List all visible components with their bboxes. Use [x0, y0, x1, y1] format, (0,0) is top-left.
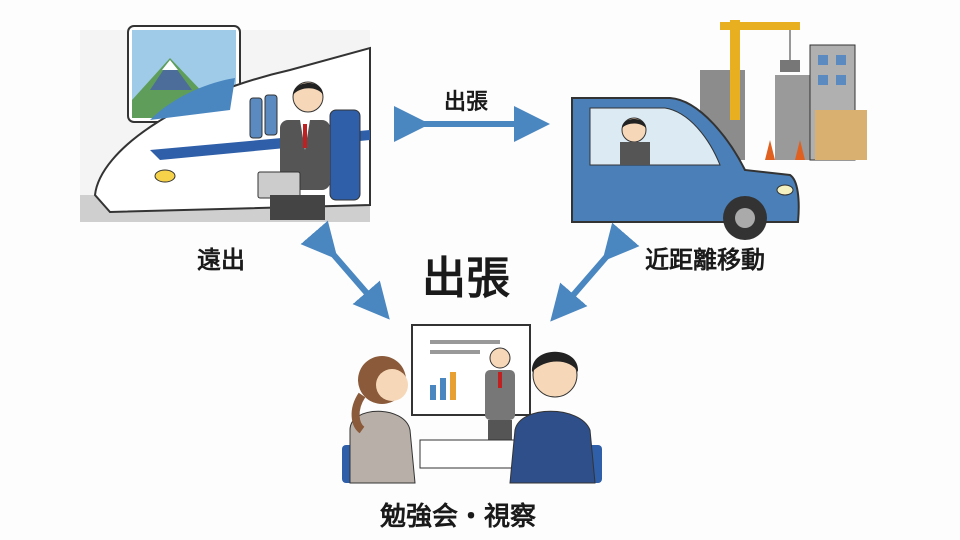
car-illustration [571, 20, 867, 240]
businessman-with-laptop [257, 81, 330, 220]
label-center-title: 出張 [422, 253, 510, 304]
label-long-distance: 遠出 [197, 246, 245, 274]
construction-site [700, 20, 867, 161]
arrow-car-meeting [550, 222, 640, 322]
label-top-arrow: 出張 [444, 90, 489, 115]
presenter [485, 347, 515, 440]
meeting-illustration [342, 324, 602, 484]
arrow-train-meeting [300, 220, 390, 320]
woman-attendee [349, 356, 416, 484]
arrows [300, 106, 640, 322]
man-attendee [509, 351, 596, 484]
label-short-distance: 近距離移動 [645, 246, 765, 274]
train-illustration [80, 25, 371, 222]
label-study-inspection: 勉強会・視察 [380, 502, 537, 532]
